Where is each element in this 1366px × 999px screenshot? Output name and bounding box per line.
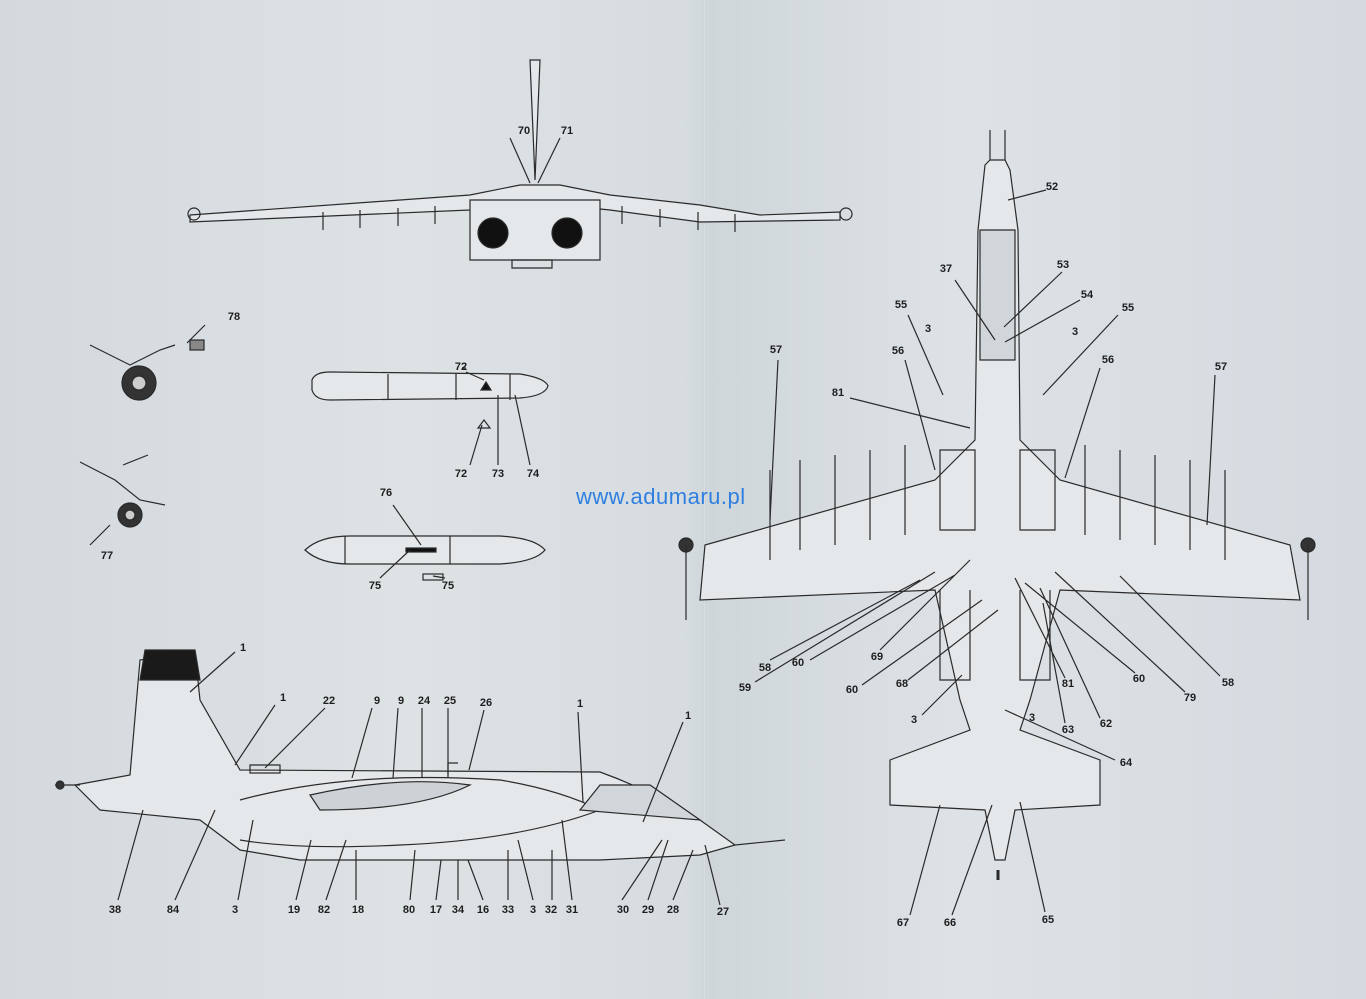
callout-number: 26: [479, 697, 493, 709]
callout-number: 60: [845, 684, 859, 696]
callout-number: 9: [373, 695, 381, 707]
callout-number: 22: [322, 695, 336, 707]
callout-number: 3: [529, 904, 537, 916]
callout-number: 1: [684, 710, 692, 722]
side-view-aircraft: [55, 649, 786, 861]
callout-number: 58: [758, 662, 772, 674]
callout-number: 72: [454, 361, 468, 373]
callout-number: 65: [1041, 914, 1055, 926]
callout-number: 3: [1071, 326, 1079, 338]
callout-number: 25: [443, 695, 457, 707]
callout-number: 1: [239, 642, 247, 654]
callout-number: 67: [896, 917, 910, 929]
callout-number: 33: [501, 904, 515, 916]
callout-number: 63: [1061, 724, 1075, 736]
callout-number: 69: [870, 651, 884, 663]
callout-number: 74: [526, 468, 540, 480]
callout-number: 84: [166, 904, 180, 916]
callout-number: 3: [924, 323, 932, 335]
callout-number: 3: [1028, 712, 1036, 724]
callout-number: 16: [476, 904, 490, 916]
callout-number: 34: [451, 904, 465, 916]
callout-number: 18: [351, 904, 365, 916]
callout-number: 73: [491, 468, 505, 480]
callout-number: 53: [1056, 259, 1070, 271]
callout-number: 1: [279, 692, 287, 704]
nose-landing-gear: [79, 454, 166, 546]
callout-number: 72: [454, 468, 468, 480]
callout-number: 1: [576, 698, 584, 710]
front-view-aircraft: [187, 59, 853, 369]
callout-number: 55: [1121, 302, 1135, 314]
callout-number: 56: [1101, 354, 1115, 366]
callout-number: 70: [517, 125, 531, 137]
callout-number: 76: [379, 487, 393, 499]
callout-number: 38: [108, 904, 122, 916]
callout-number: 56: [891, 345, 905, 357]
callout-number: 24: [417, 695, 431, 707]
callout-number: 59: [738, 682, 752, 694]
callout-number: 78: [227, 311, 241, 323]
callout-number: 80: [402, 904, 416, 916]
callout-number: 71: [560, 125, 574, 137]
fuel-tank-pod: [311, 371, 549, 466]
callout-number: 60: [791, 657, 805, 669]
callout-number: 57: [1214, 361, 1228, 373]
callout-number: 75: [441, 580, 455, 592]
drop-tank-pod: [304, 504, 546, 581]
paper-crease: [703, 0, 706, 999]
callout-number: 52: [1045, 181, 1059, 193]
callout-number: 82: [317, 904, 331, 916]
side-view-leader-lines: [117, 651, 721, 906]
callout-number: 3: [231, 904, 239, 916]
callout-number: 77: [100, 550, 114, 562]
callout-number: 3: [910, 714, 918, 726]
callout-number: 62: [1099, 718, 1113, 730]
callout-number: 17: [429, 904, 443, 916]
callout-number: 66: [943, 917, 957, 929]
callout-number: 19: [287, 904, 301, 916]
callout-number: 81: [831, 387, 845, 399]
callout-number: 32: [544, 904, 558, 916]
callout-number: 9: [397, 695, 405, 707]
callout-number: 58: [1221, 677, 1235, 689]
top-view-aircraft: [678, 130, 1316, 916]
callout-number: 54: [1080, 289, 1094, 301]
main-landing-gear: [89, 324, 206, 401]
callout-number: 79: [1183, 692, 1197, 704]
callout-number: 60: [1132, 673, 1146, 685]
callout-number: 64: [1119, 757, 1133, 769]
callout-number: 30: [616, 904, 630, 916]
callout-number: 55: [894, 299, 908, 311]
watermark-url: www.adumaru.pl: [576, 484, 746, 509]
callout-number: 27: [716, 906, 730, 918]
callout-number: 81: [1061, 678, 1075, 690]
callout-number: 75: [368, 580, 382, 592]
callout-number: 31: [565, 904, 579, 916]
callout-number: 28: [666, 904, 680, 916]
callout-number: 37: [939, 263, 953, 275]
callout-number: 68: [895, 678, 909, 690]
callout-number: 57: [769, 344, 783, 356]
callout-number: 29: [641, 904, 655, 916]
